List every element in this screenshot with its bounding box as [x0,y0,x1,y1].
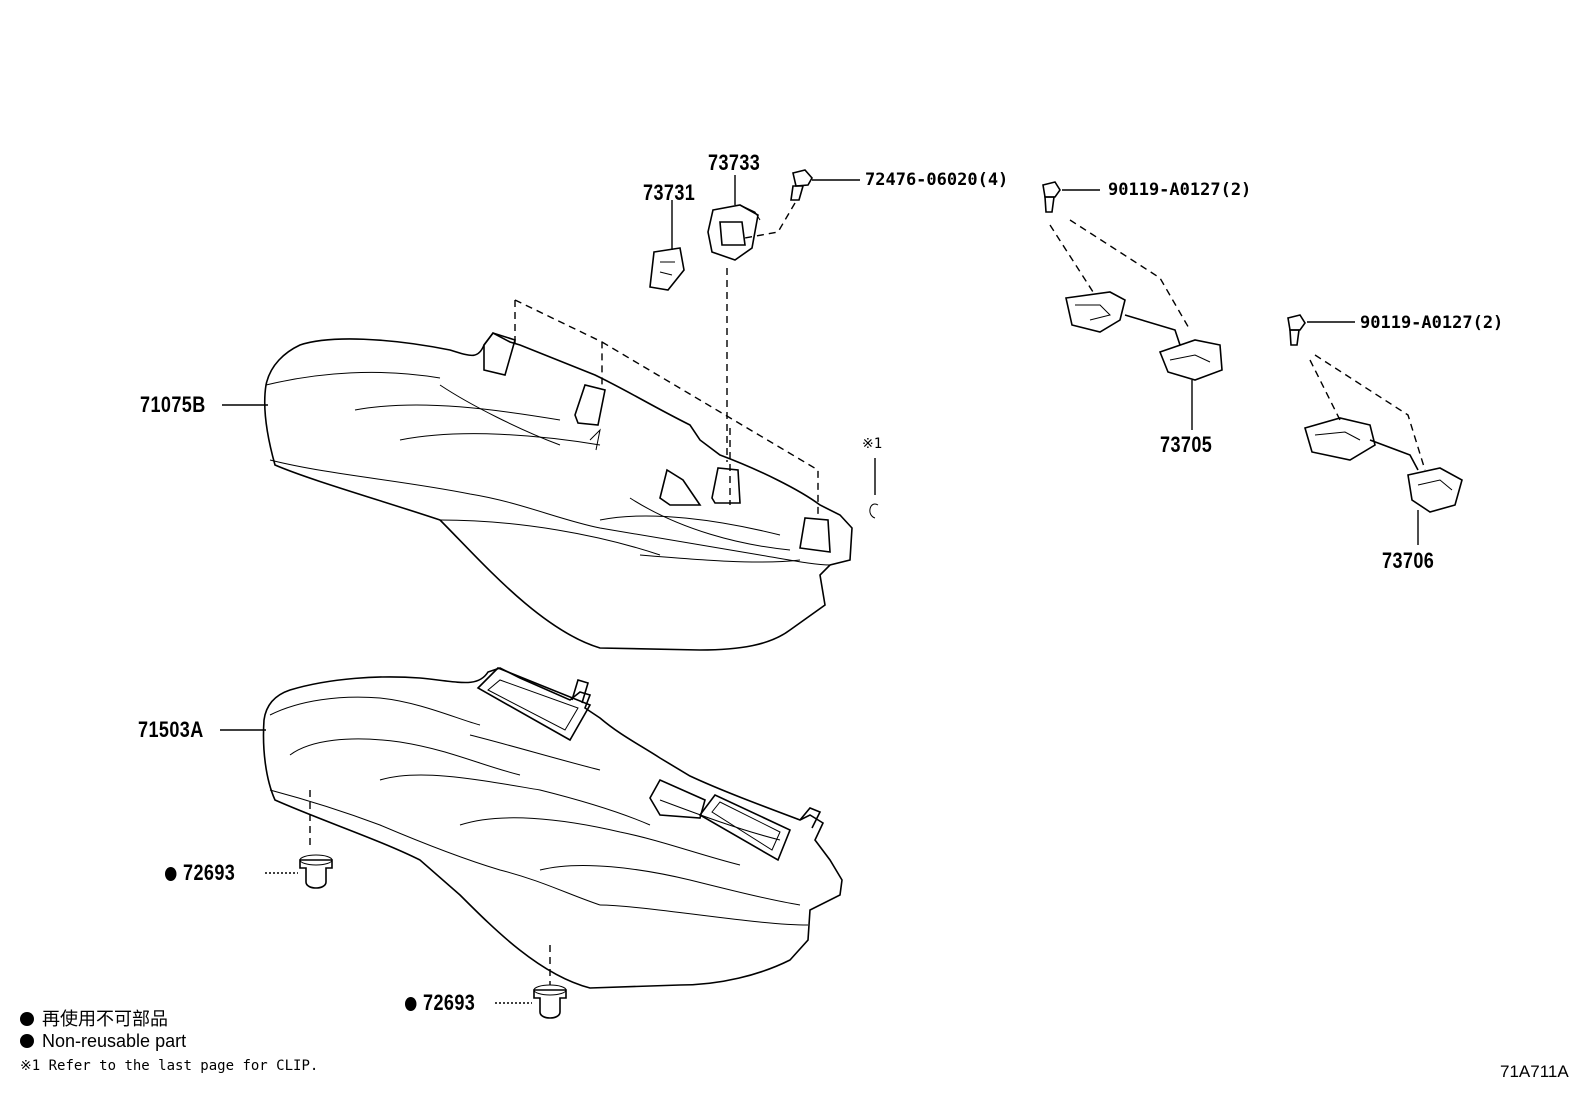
non-reusable-dot-icon [165,867,177,881]
part-number-71503A: 71503A [138,717,204,742]
non-reusable-dot-icon [20,1012,34,1026]
cover-73731-drawing [649,247,685,291]
diagram-code: 71A711A [1500,1062,1569,1081]
part-number-71075B: 71075B [140,392,206,417]
clip-72693-upper-drawing [265,854,333,889]
part-number-72693-lower: 72693 [405,990,475,1016]
legend-english: Non-reusable part [20,1031,186,1052]
part-number-72693-upper: 72693 [165,860,235,886]
clip-ref-drawing [869,458,879,519]
legend-clip-note: ※1 Refer to the last page for CLIP. [20,1058,319,1074]
lock-73705-drawing [1042,181,1223,430]
seat-back-pad-drawing [262,667,843,989]
hook-73733-drawing [707,204,761,261]
part-number-90119-lower: 90119-A0127(2) [1360,313,1504,333]
part-number-73733: 73733 [708,150,761,175]
clip-reference-mark: ※1 [862,436,883,452]
part-number-90119-upper: 90119-A0127(2) [1108,180,1252,200]
seat-back-cover-drawing [263,331,853,651]
clip-72693-lower-drawing [495,984,567,1019]
part-number-73731: 73731 [643,180,696,205]
non-reusable-dot-icon [405,997,417,1011]
non-reusable-dot-icon [20,1034,34,1048]
part-number-72476: 72476-06020(4) [865,170,1009,190]
part-number-73705: 73705 [1160,432,1213,457]
part-number-73706: 73706 [1382,548,1435,573]
legend-japanese: 再使用不可部品 [20,1005,168,1031]
bolt-72476-drawing [744,169,860,239]
lock-73706-drawing [1287,314,1463,545]
